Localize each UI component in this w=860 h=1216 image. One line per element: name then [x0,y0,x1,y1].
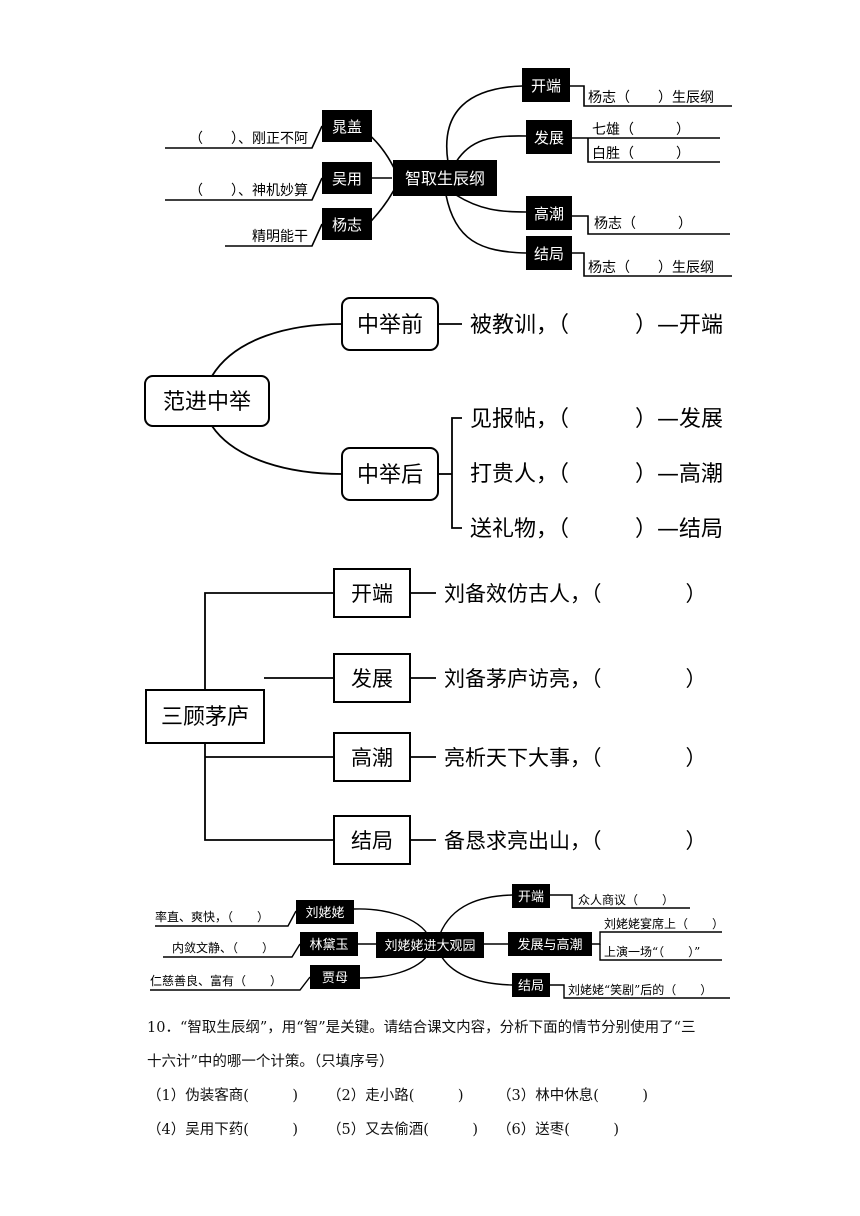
map4: 刘姥姥进大观园 刘姥姥 林黛玉 贾母 率直、爽快，（ ） 内敛文静、（ ） 仁慈… [150,884,730,999]
map1-left-text-3: 精明能干 [252,229,308,245]
map1-right-text-2b: 白胜（ ） [592,146,690,162]
question-item-5: （5）又去偷酒( ) [327,1122,479,1138]
question-10-line-2: 十六计”中的哪一个计策。（只填序号） [147,1054,394,1070]
map4-left-node-3: 贾母 [322,971,348,986]
map3-text-2: 刘备茅庐访亮，（ ） [444,667,707,691]
map3-node-3: 高潮 [351,746,393,770]
map3-text-3: 亮析天下大事，（ ） [444,746,707,770]
map2-after-node: 中举后 [357,463,423,488]
question-item-4: （4）吴用下药( ) [147,1122,299,1138]
map4-right-text-1: 众人商议（ ） [578,892,674,907]
map3-text-4: 备恳求亮出山，（ ） [444,829,707,853]
map2-before-item-1: 被教训，（ ）—开端 [470,313,723,338]
map4-right-node-2: 发展与高潮 [517,937,582,953]
map2-after-item-1: 见报帖，（ ）—发展 [470,407,723,432]
map1-left-text-1: （ ）、刚正不阿 [189,131,308,147]
map4-left-text-1: 率直、爽快，（ ） [155,909,269,924]
map4-left-text-3: 仁慈善良、富有（ ） [150,973,282,988]
map2-after-item-2: 打贵人，（ ）—高潮 [470,462,723,487]
map3-text-1: 刘备效仿古人，（ ） [444,582,707,606]
question-10-line-1: 10．“智取生辰纲”，用“智”是关键。请结合课文内容，分析下面的情节分别使用了“… [147,1020,696,1036]
map2-center-box [144,375,270,427]
map1-left-text-2: （ ）、神机妙算 [189,183,308,199]
map1-right-node-3: 高潮 [534,205,564,223]
map2-before-node: 中举前 [357,313,423,338]
map1-right-node-1: 开端 [531,77,561,95]
map4-right-node-1: 开端 [518,890,544,905]
question-item-3: （3）林中休息( ) [497,1088,649,1104]
map3-node-4: 结局 [351,829,393,853]
map1-right-text-1: 杨志（ ）生辰纲 [588,90,714,106]
map1: 智取生辰纲 晁盖 吴用 杨志 （ ）、刚正不阿 （ ）、神机妙算 精明能干 开端… [165,68,732,277]
map4-right-text-2a: 刘姥姥宴席上（ ） [604,916,724,931]
map4-right-text-3: 刘姥姥“笑剧”后的（ ） [568,982,712,997]
map1-right-node-2: 发展 [534,129,564,147]
map3-center-label: 三顾茅庐 [161,705,249,730]
map2-center-label: 范进中举 [163,390,251,415]
map1-left-node-3: 杨志 [332,216,362,234]
map1-center-label: 智取生辰纲 [405,169,485,188]
map1-left-node-2: 吴用 [332,170,362,188]
map1-center-box [393,160,497,196]
question-item-6: （6）送枣( ) [497,1122,620,1138]
question-item-2: （2）走小路( ) [327,1088,464,1104]
map3-node-2: 发展 [351,667,393,691]
map4-left-node-2: 林黛玉 [309,938,348,953]
map1-right-text-3: 杨志（ ） [594,216,692,232]
map3-node-1: 开端 [351,582,393,606]
map3-center-box [145,689,265,744]
map1-left-node-1: 晁盖 [332,118,362,136]
map4-left-node-1: 刘姥姥 [305,906,344,921]
map1-right-node-4: 结局 [534,245,564,263]
map2: 范进中举 中举前 中举后 被教训，（ ）—开端 见报帖，（ ）—发展 打贵人，（… [144,297,723,542]
map4-center-box [376,932,484,958]
map1-right-text-2a: 七雄（ ） [592,122,690,138]
map3: 三顾茅庐 开端 发展 高潮 结局 刘备效仿古人，（ ） 刘备茅庐访亮，（ ） 亮… [145,568,707,865]
map2-after-item-3: 送礼物，（ ）—结局 [470,517,723,542]
map4-right-text-2b: 上演一场“（ ）” [604,944,700,959]
map4-center-label: 刘姥姥进大观园 [384,939,475,954]
map4-right-node-3: 结局 [518,979,544,994]
map4-left-text-2: 内敛文静、（ ） [172,940,274,955]
question-item-1: （1）伪装客商( ) [147,1088,299,1104]
map1-right-text-4: 杨志（ ）生辰纲 [588,260,714,276]
